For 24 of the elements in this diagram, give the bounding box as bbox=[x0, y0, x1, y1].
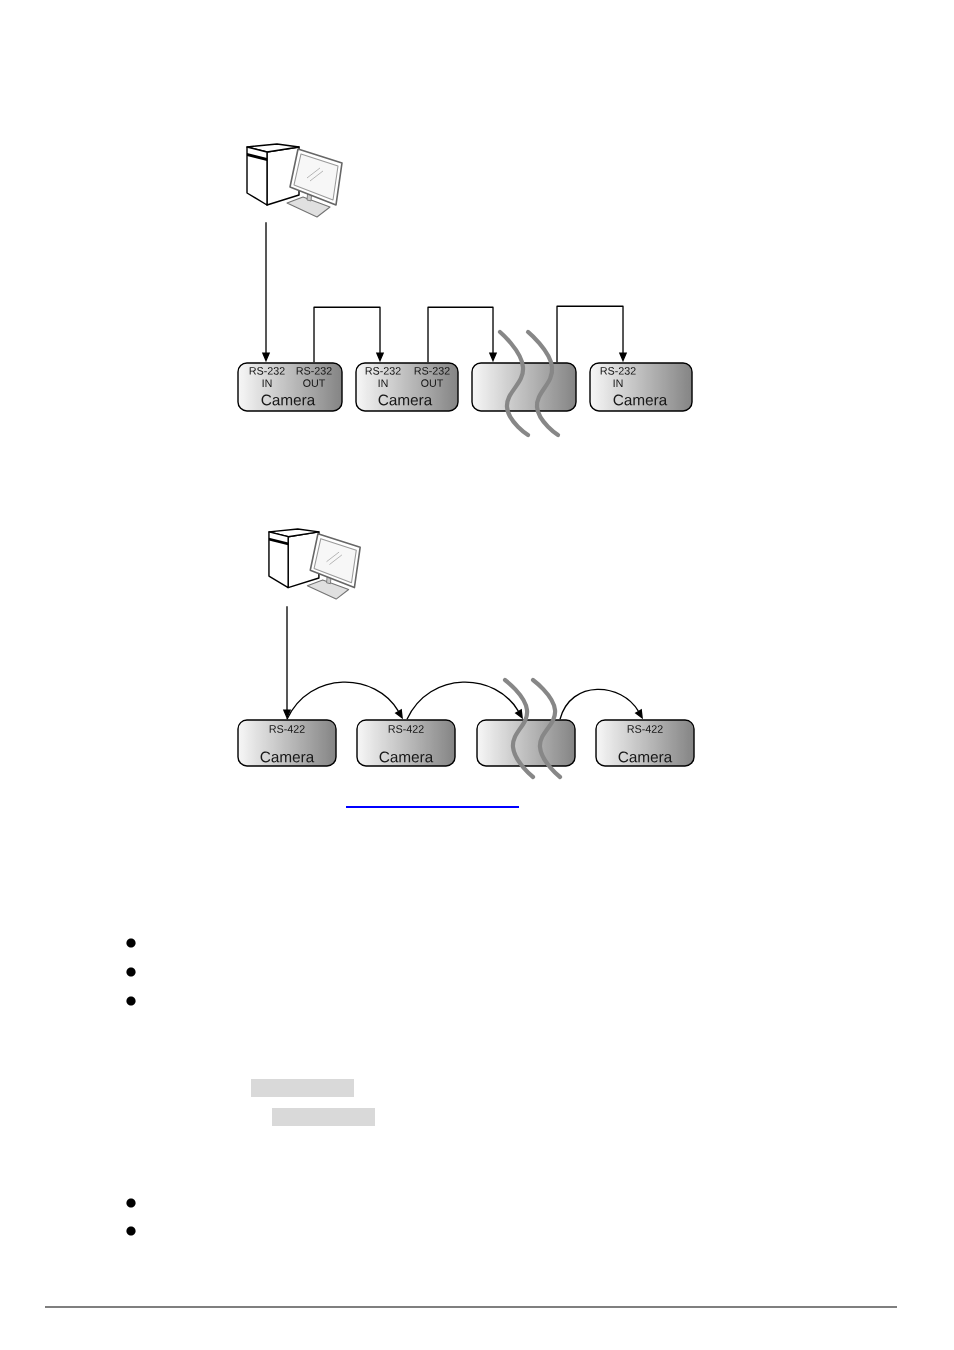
device-label: Camera bbox=[618, 751, 673, 763]
port-label: RS-422 bbox=[627, 725, 663, 733]
device-label: Camera bbox=[613, 394, 668, 406]
port-label: RS-232 IN bbox=[365, 367, 401, 387]
arrow bbox=[559, 688, 643, 720]
port-label: RS-232 OUT bbox=[296, 367, 332, 387]
port-label: RS-422 bbox=[388, 725, 424, 733]
port-label: RS-422 bbox=[269, 725, 305, 733]
arrow bbox=[286, 681, 403, 720]
device-box bbox=[471, 362, 577, 412]
arrow bbox=[427, 306, 498, 363]
computer-icon bbox=[246, 143, 343, 218]
device-box bbox=[476, 719, 576, 767]
arrow bbox=[406, 681, 523, 720]
device-label: Camera bbox=[261, 394, 316, 406]
port-label: RS-232 IN bbox=[249, 367, 285, 387]
device-label: Camera bbox=[379, 751, 434, 763]
arrow bbox=[556, 305, 628, 363]
device-label: Camera bbox=[260, 751, 315, 763]
port-label: RS-232 OUT bbox=[414, 367, 450, 387]
computer-icon bbox=[268, 528, 361, 600]
arrow bbox=[313, 306, 385, 363]
port-label: RS-232 IN bbox=[600, 367, 636, 387]
device-label: Camera bbox=[378, 394, 433, 406]
